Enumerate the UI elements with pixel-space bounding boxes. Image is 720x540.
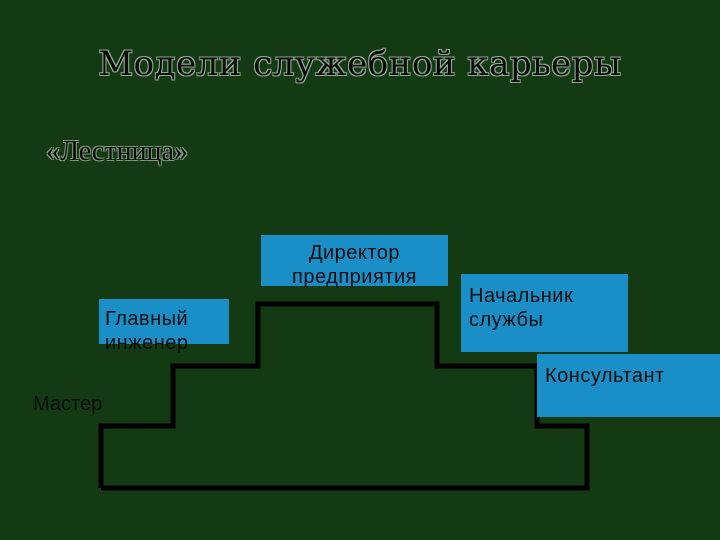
consultant-box: Консультант [537,354,720,417]
director-label: Директор предприятия [292,242,417,288]
master-label: Мастер [33,393,103,415]
chief-engineer-box: Главный инженер [99,299,229,354]
director-box: Директор предприятия [261,235,448,288]
slide-title: Модели служебной карьеры [98,44,622,84]
consultant-label: Консультант [545,365,665,387]
head-of-service-box: Начальник службы [461,274,628,352]
head-of-service-label: Начальник службы [469,285,574,331]
slide-subtitle: «Лестница» [46,136,188,167]
staircase-line [98,301,590,491]
chief-engineer-label: Главный инженер [105,308,189,354]
